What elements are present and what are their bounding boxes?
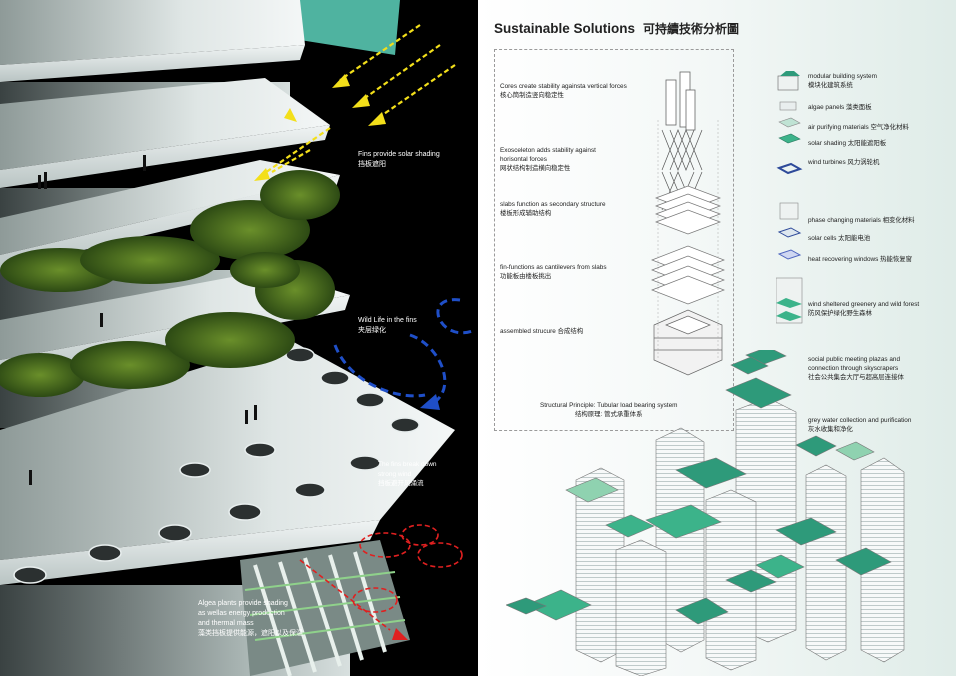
legend-phase: phase changing materials 相变化材料	[808, 217, 915, 224]
solar-cell-icon	[777, 227, 802, 238]
slab-5-edge	[0, 520, 380, 585]
wind-arrowhead	[420, 394, 440, 410]
human-figures	[29, 155, 257, 485]
slab-1	[0, 0, 305, 65]
algae-grating	[240, 540, 410, 676]
legend-icons	[776, 71, 803, 324]
fin-greenery	[0, 170, 340, 397]
building-render	[0, 0, 476, 676]
legend-wind-turbines: wind turbines 风力涡轮机	[808, 159, 880, 166]
roof-teal-slab	[285, 0, 400, 55]
slab-2-edge	[0, 125, 330, 188]
slab-3	[0, 160, 340, 255]
phase-changing-icon	[779, 202, 799, 220]
slab-stack	[655, 185, 721, 235]
sun-arrows	[254, 24, 456, 181]
modular-building-icon	[777, 71, 800, 91]
thermal-arrows	[299, 524, 463, 631]
fin-stack	[651, 245, 725, 305]
wind-turbine-icon	[776, 162, 803, 175]
slab-2	[0, 78, 330, 170]
slab-5	[0, 340, 455, 560]
algae-panel-icon	[779, 101, 797, 111]
slab-3-edge	[0, 175, 340, 270]
greenery-tower-icon	[776, 277, 803, 324]
assembled-structure	[653, 309, 723, 376]
heat-window-icon	[777, 249, 802, 260]
wind-arrows	[333, 298, 476, 407]
slab-1-edge	[0, 45, 305, 82]
structural-principle-box	[494, 49, 734, 431]
slab-openings	[13, 347, 420, 584]
air-purifying-icon	[778, 117, 801, 128]
legend-solar-cells: solar cells 太阳能电池	[808, 235, 871, 242]
legend-solar-shading: solar shading 太阳能遮阳板	[808, 140, 887, 147]
solar-shading-icon	[778, 133, 801, 144]
structure-label-assembled: assembled strucure 合成结构	[500, 328, 584, 335]
structure-exploded-axonometric	[651, 71, 725, 376]
tower-cluster-axonometric	[506, 350, 905, 676]
legend-air: air purifying materials 空气净化材料	[808, 124, 909, 131]
structure-label-cores: Cores create stability againsta vertical…	[500, 83, 627, 99]
thermal-arrowhead	[392, 628, 408, 640]
legend-heat-windows: heat recovering windows 热能恢复窗	[808, 256, 913, 263]
structural-principle-caption: Structural Principle: Tubular load beari…	[540, 402, 678, 418]
legend-algae: algae panels 藻类面板	[808, 104, 872, 111]
